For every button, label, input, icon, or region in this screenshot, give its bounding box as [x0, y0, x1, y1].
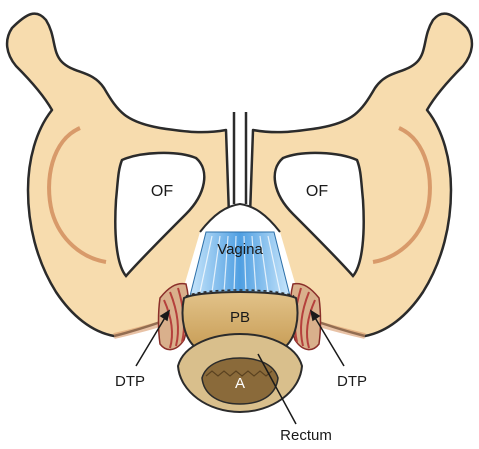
- label-of-left: OF: [151, 183, 173, 200]
- label-vagina: Vagina: [217, 241, 263, 258]
- label-dtp-right: DTP: [337, 373, 367, 390]
- label-anus: A: [235, 375, 245, 392]
- pubic-symphysis-gap: [234, 112, 246, 204]
- label-of-right: OF: [306, 183, 328, 200]
- label-dtp-left: DTP: [115, 373, 145, 390]
- label-rectum: Rectum: [280, 427, 332, 444]
- label-perineal-body: PB: [230, 309, 250, 326]
